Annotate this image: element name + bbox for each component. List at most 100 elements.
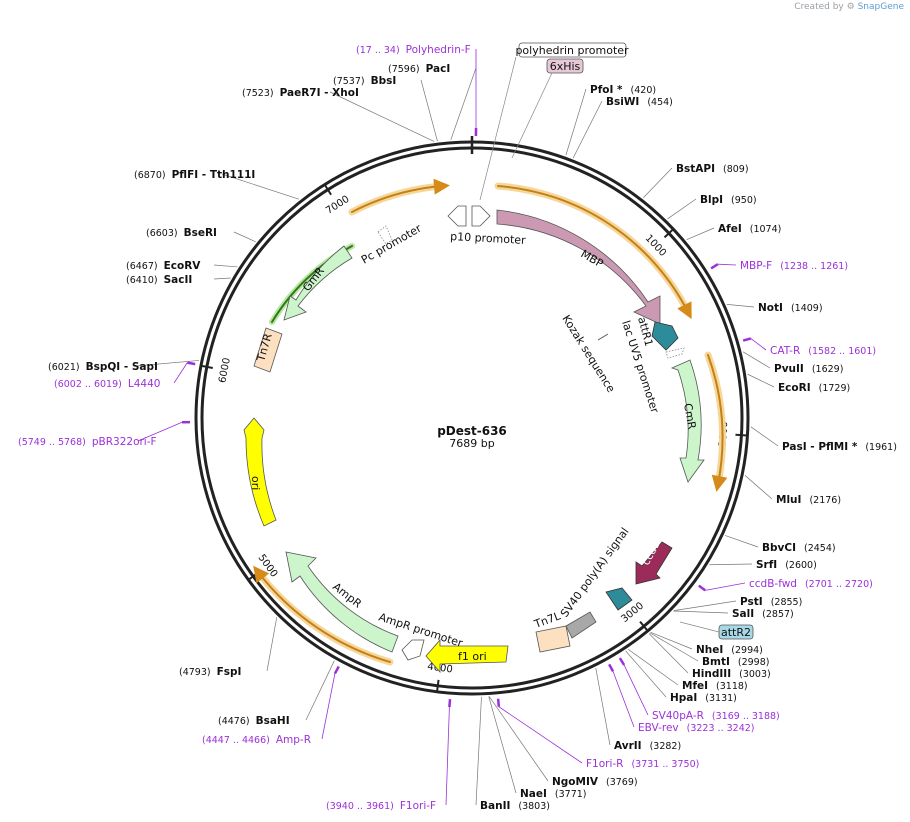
tick-mark (735, 433, 748, 437)
primer-label: EBV-rev(3223 .. 3242) (638, 722, 755, 734)
restriction-site[interactable]: SalI(2857) (673, 608, 794, 620)
label-p10-promoter: p10 promoter (450, 230, 527, 247)
site-label: BanII(3803) (480, 800, 550, 812)
restriction-site[interactable]: MluI(2176) (744, 475, 841, 506)
restriction-site[interactable]: BanII(3803) (475, 696, 550, 812)
site-label: SrfI(2600) (756, 559, 817, 571)
feature-gmr[interactable] (283, 245, 353, 321)
restriction-site[interactable]: AvrII(3282) (595, 667, 681, 752)
primer-site[interactable]: (4447 .. 4466)Amp-R (202, 665, 340, 746)
primer-mark (618, 657, 626, 666)
restriction-site[interactable]: (6870)PflFI - Tth111I (134, 169, 300, 200)
site-label: AvrII(3282) (614, 740, 681, 752)
restriction-site[interactable]: (4793)FspI (179, 617, 278, 678)
restriction-site[interactable]: PstI(2855) (673, 596, 802, 612)
restriction-site[interactable]: BlpI(950) (667, 194, 757, 220)
restriction-site[interactable]: (6467)EcoRV (126, 260, 238, 272)
feature-ampr[interactable] (285, 551, 399, 653)
feature-pc-promoter[interactable] (377, 225, 393, 245)
restriction-site[interactable]: PfoI *(420) (565, 84, 656, 156)
restriction-site[interactable]: BstAPI(809) (643, 163, 749, 199)
restriction-site[interactable]: NgoMIV(3769) (488, 696, 638, 788)
feature-p10-promoter[interactable] (447, 205, 491, 227)
feature-cmr[interactable] (670, 359, 705, 483)
feature-tn7l[interactable] (535, 625, 571, 653)
restriction-site[interactable]: BbvCI(2454) (724, 535, 836, 554)
box-6xhis-text: 6xHis (550, 60, 581, 73)
restriction-site[interactable]: (6021)BspQI - SapI (48, 360, 200, 373)
primer-site[interactable]: MBP-F(1238 .. 1261) (710, 260, 848, 272)
feature-kozak[interactable] (597, 333, 609, 341)
restriction-site[interactable]: (4476)BsaHI (218, 660, 335, 727)
feature-f1ori[interactable] (425, 638, 509, 674)
feature-attr2-shape[interactable] (605, 587, 633, 611)
tick-label: 7000 (324, 194, 351, 217)
feature-ampr-promoter[interactable] (401, 639, 425, 661)
site-label: (6410)SacII (126, 274, 192, 286)
primer-mark (698, 584, 706, 592)
feature-attr1[interactable] (651, 321, 679, 351)
site-label: (6603)BseRI (146, 227, 217, 239)
tick-label: 6000 (217, 357, 233, 384)
restriction-site[interactable]: HindIII(3003) (648, 633, 771, 680)
box-polyhedrin-promoter[interactable] (518, 42, 627, 58)
feature-ori[interactable] (243, 417, 277, 527)
feature-mbp[interactable] (496, 209, 661, 325)
restriction-site[interactable]: PasI - PflMI *(1961) (750, 426, 897, 453)
restriction-site[interactable]: (6410)SacII (126, 274, 231, 286)
site-leader-line (627, 648, 679, 686)
restriction-site[interactable]: MfeI(3118) (627, 648, 748, 692)
feature-tn7r[interactable] (253, 327, 283, 373)
primer-mark (710, 263, 719, 270)
feature-ccdb[interactable] (635, 541, 673, 585)
site-label: (6021)BspQI - SapI (48, 361, 158, 373)
primer-site[interactable]: F1ori-R(3731 .. 3750) (496, 698, 699, 770)
site-leader-line (673, 600, 737, 612)
feature-lac-uv5[interactable] (665, 347, 685, 359)
feature-sv40[interactable] (565, 611, 597, 639)
site-label: AfeI(1074) (718, 223, 781, 235)
restriction-site[interactable]: AfeI(1074) (686, 223, 782, 241)
site-label: HpaI(3131) (670, 692, 737, 704)
restriction-site[interactable]: EcoRI(1729) (747, 373, 851, 394)
snapgene-credit: Created by ⚙ SnapGene (794, 2, 904, 12)
restriction-site[interactable]: PvuII(1629) (742, 351, 843, 375)
primer-site[interactable]: ccdB-fwd(2701 .. 2720) (698, 578, 873, 592)
tick-mark (323, 184, 332, 196)
primer-site[interactable]: SV40pA-R(3169 .. 3188) (618, 657, 780, 722)
primer-site[interactable]: (6002 .. 6019)L4440 (54, 361, 196, 390)
primer-site[interactable]: (5749 .. 5768)pBR322ori-F (18, 420, 191, 448)
restriction-site[interactable]: SrfI(2600) (709, 559, 817, 571)
site-label: NaeI(3771) (520, 788, 587, 800)
primer-label: CAT-R(1582 .. 1601) (770, 345, 876, 357)
restriction-site[interactable]: NotI(1409) (726, 302, 823, 314)
site-leader-line (135, 360, 200, 367)
restriction-site[interactable]: (7596)PacI (388, 63, 477, 140)
primer-site[interactable]: (17 .. 34)Polyhedrin-F (356, 44, 478, 137)
site-leader-line (643, 167, 673, 199)
site-label: SalI(2857) (732, 608, 794, 620)
restriction-site[interactable]: BsiWI(454) (572, 96, 673, 159)
primer-mark (608, 663, 615, 673)
primer-site[interactable]: (3940 .. 3961)F1ori-F (326, 699, 452, 812)
box-6xhis[interactable] (546, 58, 584, 74)
primer-mark (448, 699, 452, 708)
primer-leader-line (705, 582, 746, 591)
restriction-site[interactable]: NheI(2994) (650, 631, 763, 656)
primer-label: (4447 .. 4466)Amp-R (202, 734, 311, 746)
restriction-site[interactable]: HpaI(3131) (625, 650, 737, 704)
primer-leader-line (137, 421, 183, 442)
primer-site[interactable]: CAT-R(1582 .. 1601) (742, 337, 876, 357)
restriction-site[interactable]: (7537)BbsI (333, 75, 438, 142)
site-leader-line (724, 535, 759, 548)
label-mbp: MBP (579, 247, 606, 270)
box-polyhedrin-promoter-text: polyhedrin promoter (515, 44, 629, 57)
primer-site[interactable]: EBV-rev(3223 .. 3242) (608, 663, 755, 734)
site-label: (6467)EcoRV (126, 260, 201, 272)
restriction-site[interactable]: NaeI(3771) (488, 696, 587, 800)
restriction-site[interactable]: (7523)PaeR7I - XhoI (242, 87, 435, 142)
restriction-site[interactable]: BmtI(2998) (649, 632, 770, 668)
restriction-site[interactable]: (6603)BseRI (146, 227, 256, 243)
site-label: NotI(1409) (758, 302, 823, 314)
